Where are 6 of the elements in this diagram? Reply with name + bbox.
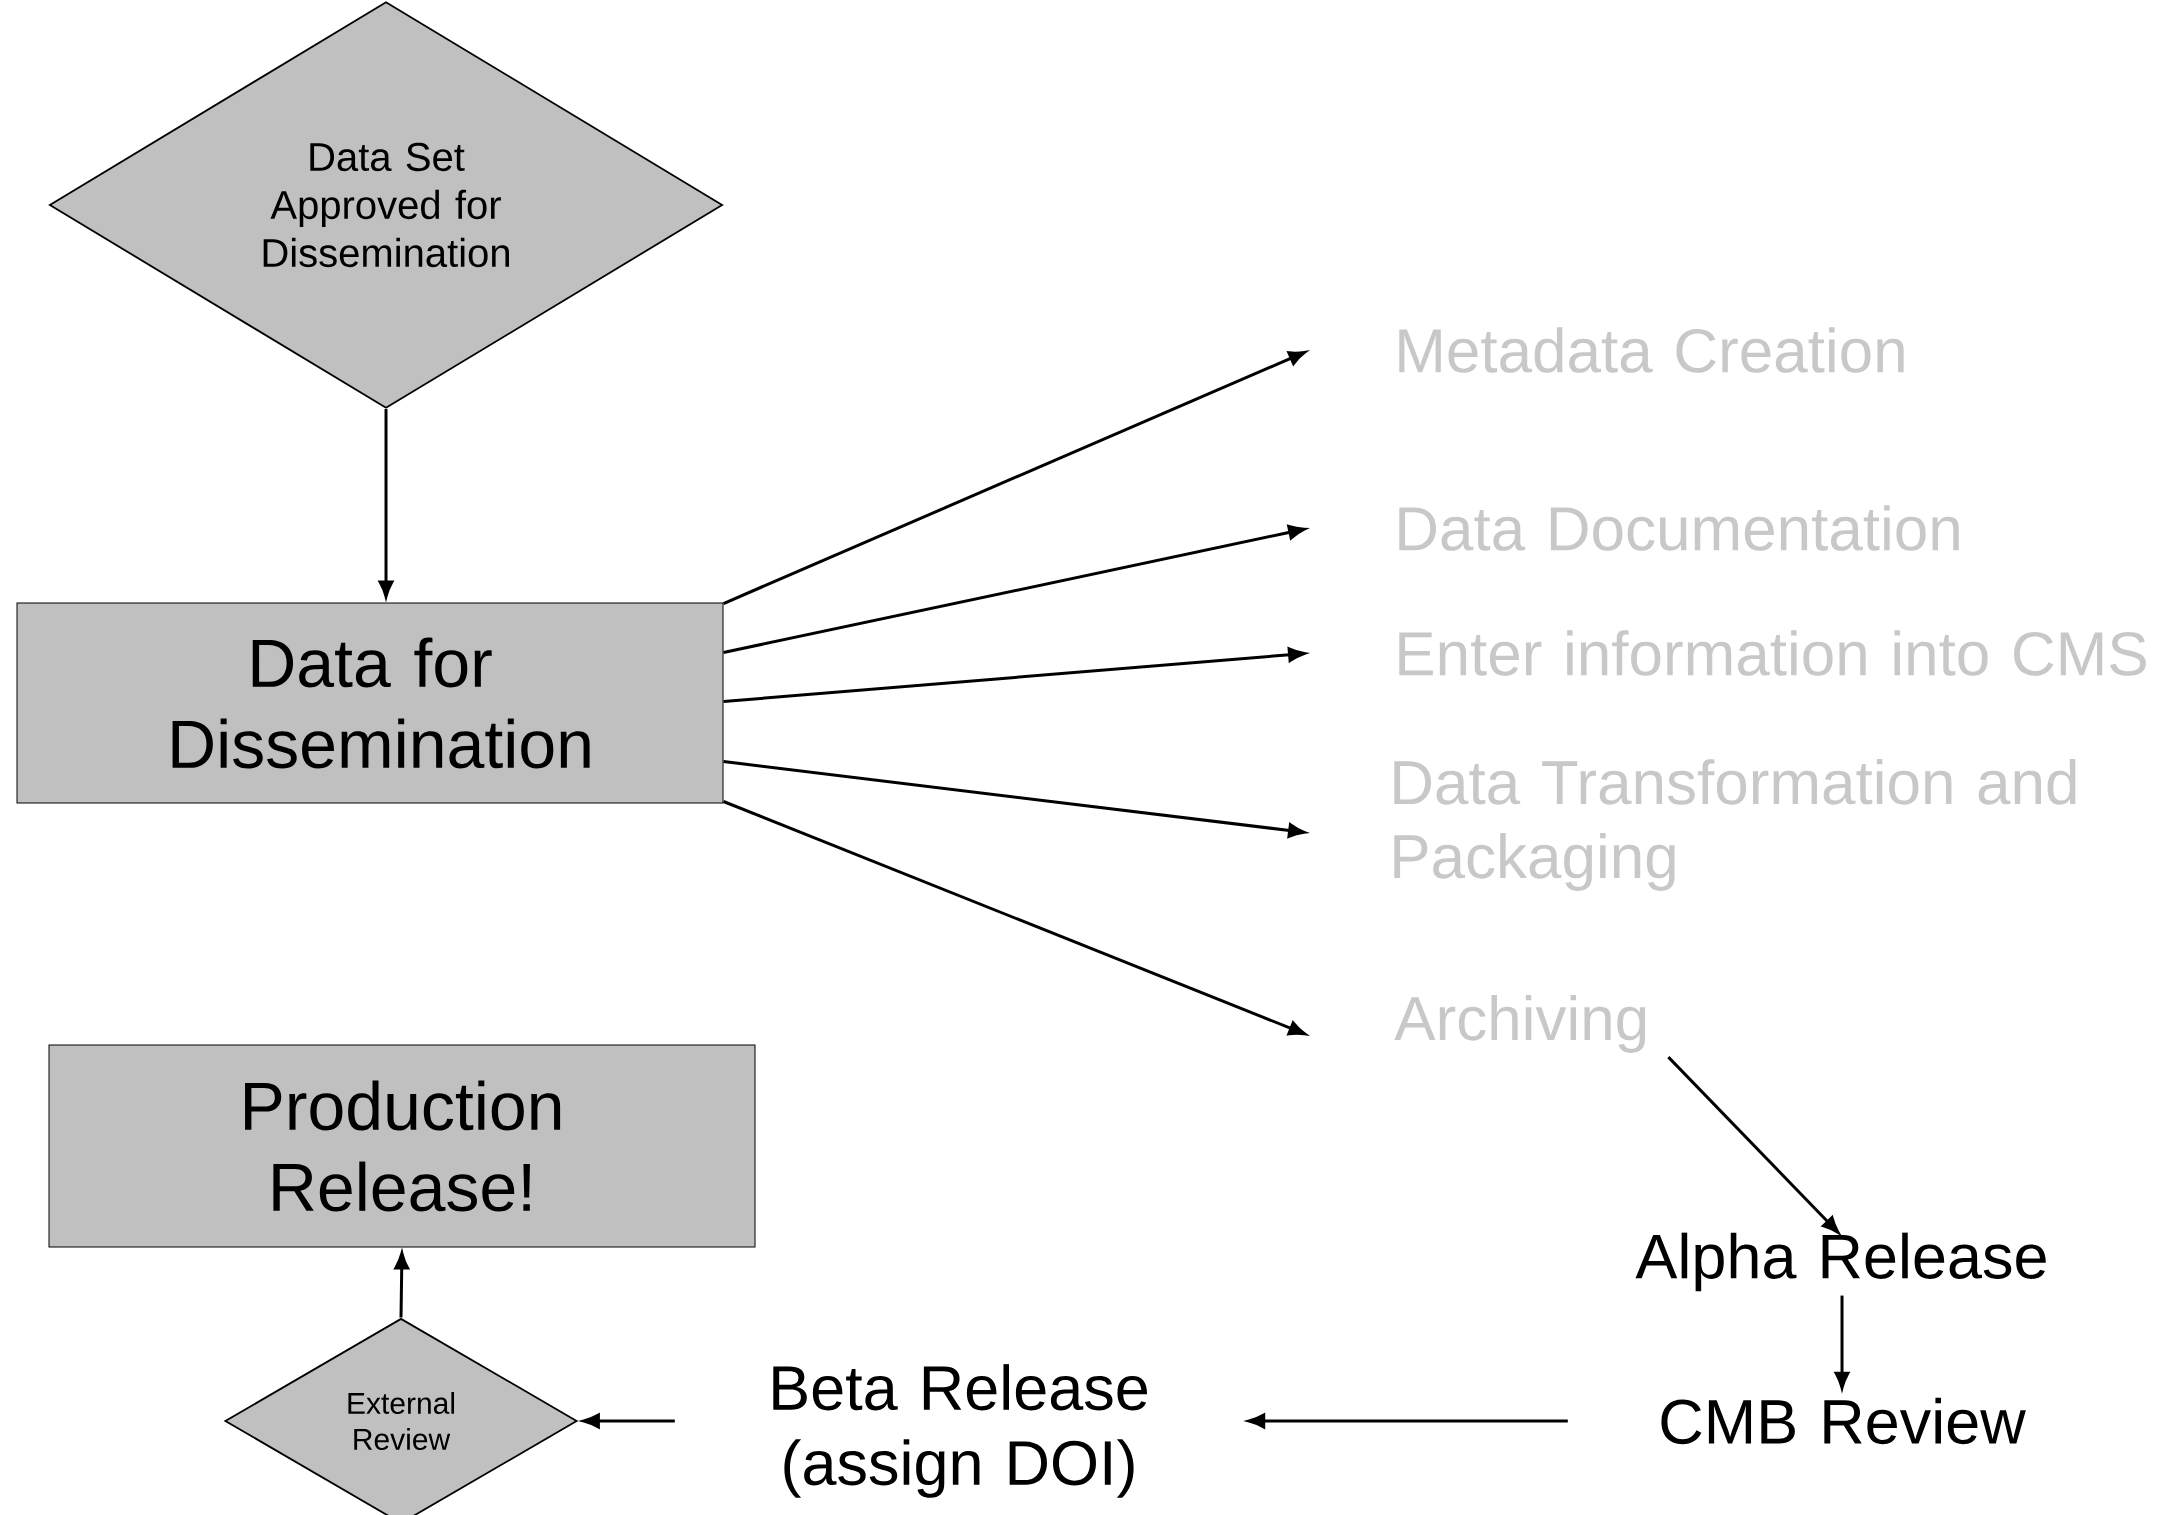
stage-text: Beta Release (assign DOI) <box>773 1364 1147 1498</box>
stage-text: CMB Review <box>1661 1397 2026 1445</box>
process-box: Data for Dissemination <box>16 602 724 804</box>
stage-text: Alpha Release <box>1635 1232 2046 1292</box>
process-box: Production Release! <box>48 1044 756 1248</box>
arrow <box>1667 1056 1840 1234</box>
